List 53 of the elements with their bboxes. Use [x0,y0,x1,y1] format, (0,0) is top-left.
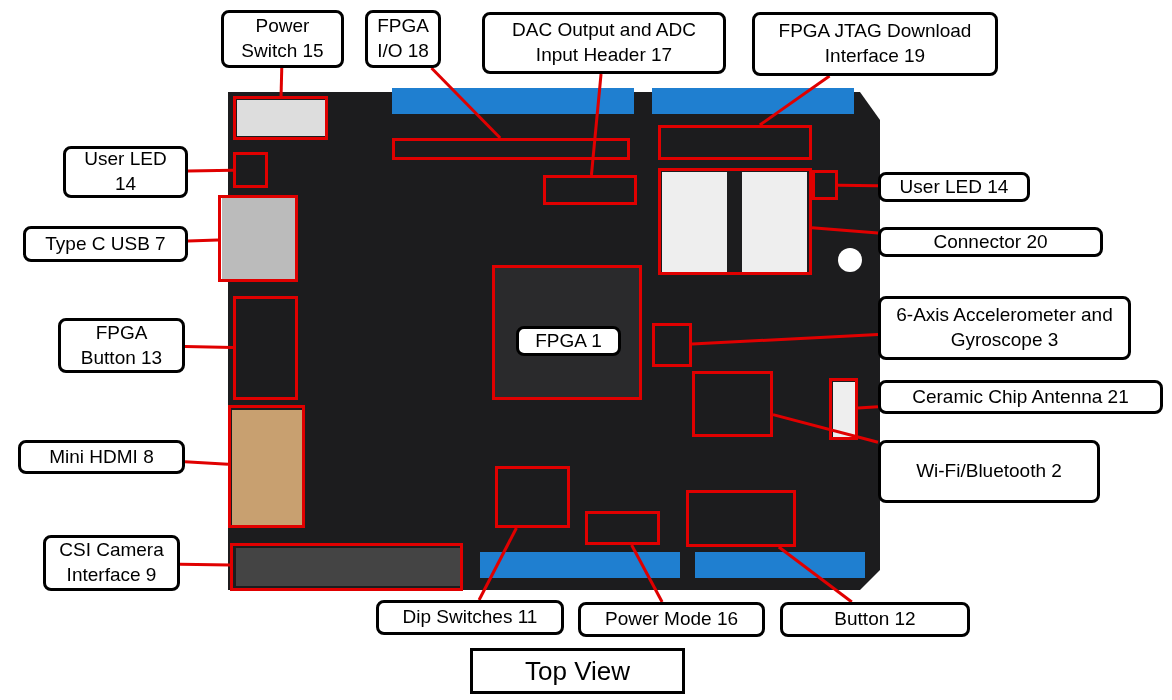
leader-line [630,544,664,603]
callout-label: CSI Camera Interface 9 [43,535,180,591]
leader-line [777,545,853,604]
leader-line [589,73,603,176]
callout-label: Mini HDMI 8 [18,440,185,474]
leader-line [691,332,879,346]
highlight-frame [829,378,858,440]
callout-label: Ceramic Chip Antenna 21 [878,380,1163,414]
highlight-frame [812,170,838,200]
highlight-frame [233,152,268,188]
callout-label: Dip Switches 11 [376,600,564,635]
highlight-frame [392,138,630,160]
highlight-frame [228,405,305,528]
callout-label: FPGA Button 13 [58,318,185,373]
callout-label: Power Switch 15 [221,10,344,68]
highlight-frame [233,296,298,400]
view-title: Top View [470,648,685,694]
leader-line [187,238,219,243]
callout-label: User LED 14 [63,146,188,198]
highlight-frame [652,323,692,367]
leader-line [477,527,518,601]
highlight-frame [692,371,773,437]
callout-label: User LED 14 [878,172,1030,202]
leader-line [430,66,502,140]
leader-line [837,183,879,188]
callout-label: Button 12 [780,602,970,637]
callout-label: FPGA JTAG Download Interface 19 [752,12,998,76]
callout-label: Wi-Fi/Bluetooth 2 [878,440,1100,503]
highlight-frame [492,265,642,400]
highlight-frame [230,543,463,591]
callout-label: FPGA I/O 18 [365,10,441,68]
callout-label: 6-Axis Accelerometer and Gyroscope 3 [878,296,1131,360]
leader-line [811,226,879,235]
callout-label: Type C USB 7 [23,226,188,262]
highlight-frame [543,175,637,205]
highlight-frame [495,466,570,528]
callout-label: FPGA 1 [516,326,621,356]
highlight-frame [686,490,796,547]
callout-label: DAC Output and ADC Input Header 17 [482,12,726,74]
highlight-frame [658,125,812,160]
highlight-frame [585,511,660,545]
leader-line [184,460,229,466]
highlight-frame [218,195,298,282]
callout-label: Connector 20 [878,227,1103,257]
highlight-frame [233,96,328,140]
leader-line [857,405,879,410]
leader-line [279,67,284,97]
leader-line [759,74,831,127]
leader-line [184,345,234,349]
leader-line [187,168,234,173]
highlight-frame [658,168,812,275]
leader-line [179,562,231,567]
callout-label: Power Mode 16 [578,602,765,637]
